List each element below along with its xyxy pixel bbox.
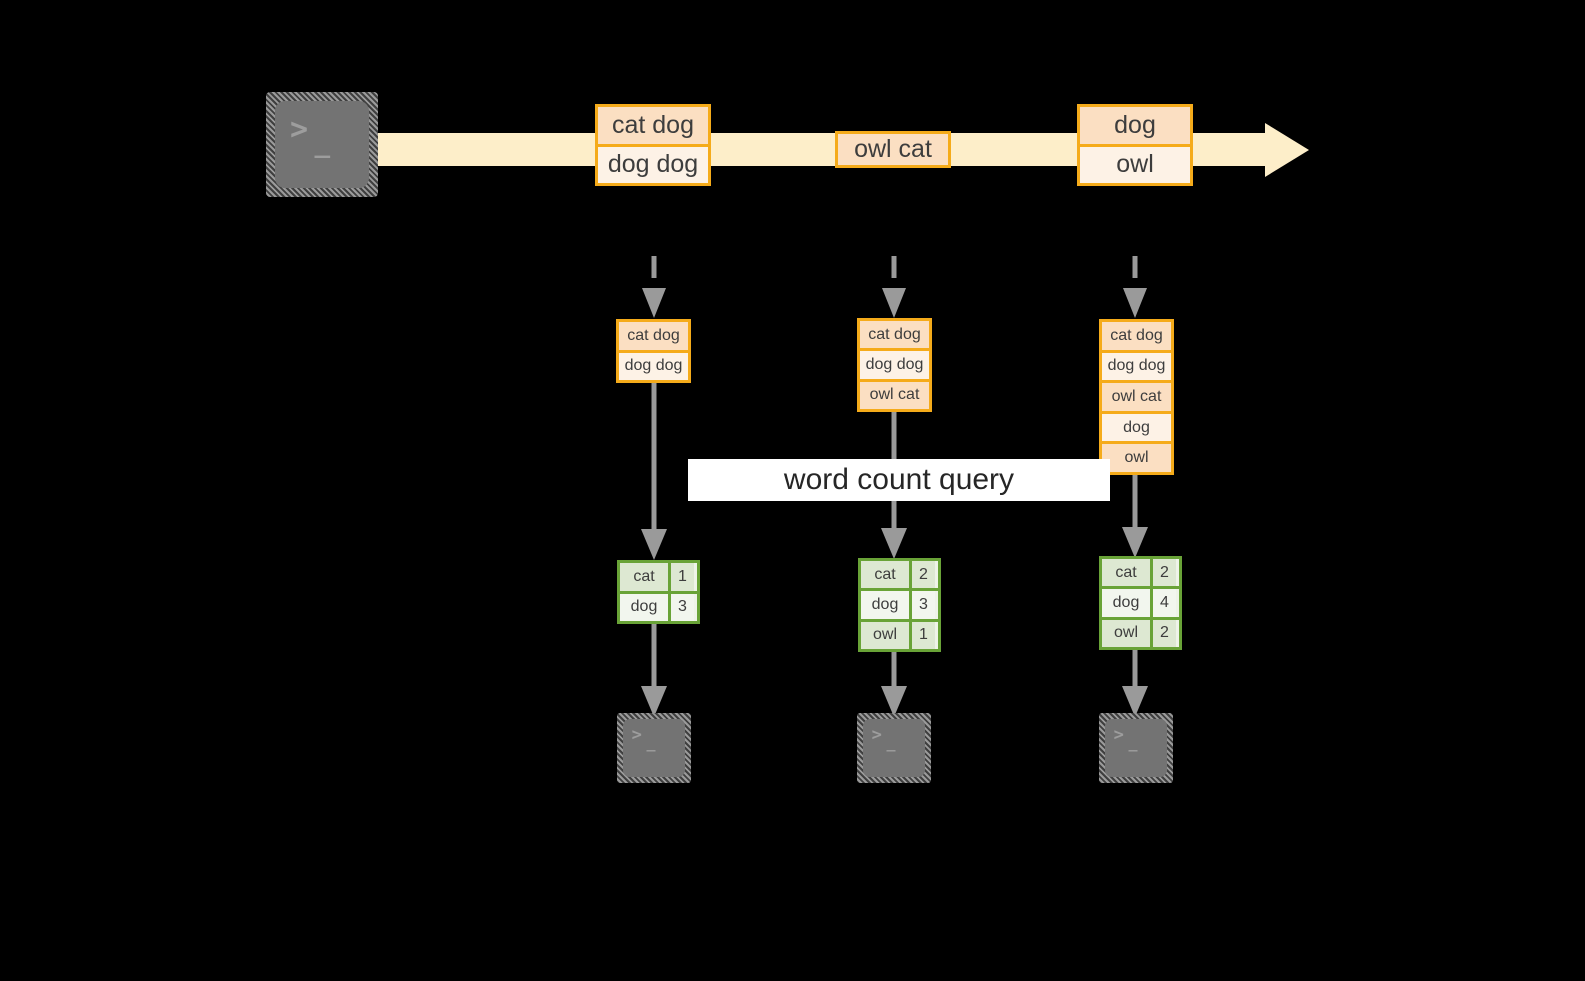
input-table-3-line-5: owl bbox=[1102, 441, 1171, 472]
stream-batch-1: cat dog dog dog bbox=[595, 104, 711, 186]
terminal-screen: > _ bbox=[275, 101, 369, 188]
stream-batch-2: owl cat bbox=[835, 131, 951, 168]
result-table-1-row-1: cat 1 bbox=[620, 563, 697, 591]
input-table-1-line-2: dog dog bbox=[619, 349, 688, 380]
prompt-caret-icon: > bbox=[290, 111, 309, 147]
result-word: cat bbox=[620, 563, 668, 591]
cursor-underscore-icon: _ bbox=[1128, 734, 1138, 753]
cursor-underscore-icon: _ bbox=[314, 128, 331, 159]
result-table-3: cat 2 dog 4 owl 2 bbox=[1099, 556, 1182, 650]
terminal-screen: > _ bbox=[863, 719, 925, 777]
event-stream-arrowhead bbox=[1265, 123, 1309, 177]
result-table-1-row-2: dog 3 bbox=[620, 590, 697, 621]
sink-terminal-icon-1[interactable]: > _ bbox=[617, 713, 691, 783]
trigger-2-dashed-arrow bbox=[882, 256, 906, 318]
stream-batch-1-line-1: cat dog bbox=[598, 107, 708, 144]
source-terminal-icon[interactable]: > _ bbox=[266, 92, 378, 197]
result-word: owl bbox=[1102, 619, 1150, 647]
stream-batch-2-line-1: owl cat bbox=[838, 134, 948, 165]
stream-batch-3-line-2: owl bbox=[1080, 143, 1190, 183]
result-count: 2 bbox=[909, 561, 935, 589]
prompt-caret-icon: > bbox=[1113, 725, 1124, 746]
input-table-3: cat dog dog dog owl cat dog owl bbox=[1099, 319, 1174, 475]
query-label: word count query bbox=[688, 459, 1110, 501]
result-word: cat bbox=[861, 561, 909, 589]
result-table-2-row-3: owl 1 bbox=[861, 618, 938, 649]
trigger-1-query-arrow bbox=[641, 383, 667, 560]
input-table-3-line-1: cat dog bbox=[1102, 322, 1171, 350]
input-table-2: cat dog dog dog owl cat bbox=[857, 318, 932, 412]
input-table-2-line-1: cat dog bbox=[860, 321, 929, 349]
input-table-2-line-2: dog dog bbox=[860, 348, 929, 379]
result-count: 3 bbox=[668, 593, 694, 621]
cursor-underscore-icon: _ bbox=[646, 734, 656, 753]
cursor-underscore-icon: _ bbox=[886, 734, 896, 753]
trigger-1-sink-arrow bbox=[641, 624, 667, 717]
stream-batch-3: dog owl bbox=[1077, 104, 1193, 186]
input-table-3-line-4: dog bbox=[1102, 410, 1171, 442]
input-table-1: cat dog dog dog bbox=[616, 319, 691, 383]
trigger-3-sink-arrow bbox=[1122, 650, 1148, 717]
result-count: 4 bbox=[1150, 589, 1176, 617]
terminal-screen: > _ bbox=[1105, 719, 1167, 777]
result-table-2-row-2: dog 3 bbox=[861, 588, 938, 619]
result-table-1: cat 1 dog 3 bbox=[617, 560, 700, 624]
terminal-screen: > _ bbox=[623, 719, 685, 777]
prompt-caret-icon: > bbox=[871, 725, 882, 746]
stream-batch-1-line-2: dog dog bbox=[598, 143, 708, 183]
prompt-caret-icon: > bbox=[631, 725, 642, 746]
result-table-2: cat 2 dog 3 owl 1 bbox=[858, 558, 941, 652]
input-table-3-line-3: owl cat bbox=[1102, 380, 1171, 411]
query-label-text: word count query bbox=[783, 463, 1015, 496]
result-table-3-row-1: cat 2 bbox=[1102, 559, 1179, 587]
result-table-2-row-1: cat 2 bbox=[861, 561, 938, 589]
sink-terminal-icon-2[interactable]: > _ bbox=[857, 713, 931, 783]
result-count: 3 bbox=[909, 591, 935, 619]
stream-batch-3-line-1: dog bbox=[1080, 107, 1190, 144]
trigger-3-dashed-arrow bbox=[1123, 256, 1147, 318]
result-count: 2 bbox=[1150, 619, 1176, 647]
input-table-3-line-2: dog dog bbox=[1102, 349, 1171, 381]
result-table-3-row-3: owl 2 bbox=[1102, 616, 1179, 647]
trigger-3-query-arrow bbox=[1122, 475, 1148, 558]
result-word: owl bbox=[861, 621, 909, 649]
result-count: 2 bbox=[1150, 559, 1176, 587]
result-table-3-row-2: dog 4 bbox=[1102, 586, 1179, 617]
result-word: dog bbox=[620, 593, 668, 621]
result-count: 1 bbox=[668, 563, 694, 591]
trigger-1-dashed-arrow bbox=[642, 256, 666, 318]
sink-terminal-icon-3[interactable]: > _ bbox=[1099, 713, 1173, 783]
trigger-2-sink-arrow bbox=[881, 652, 907, 717]
input-table-2-line-3: owl cat bbox=[860, 378, 929, 409]
result-word: cat bbox=[1102, 559, 1150, 587]
result-count: 1 bbox=[909, 621, 935, 649]
result-word: dog bbox=[861, 591, 909, 619]
input-table-1-line-1: cat dog bbox=[619, 322, 688, 350]
result-word: dog bbox=[1102, 589, 1150, 617]
